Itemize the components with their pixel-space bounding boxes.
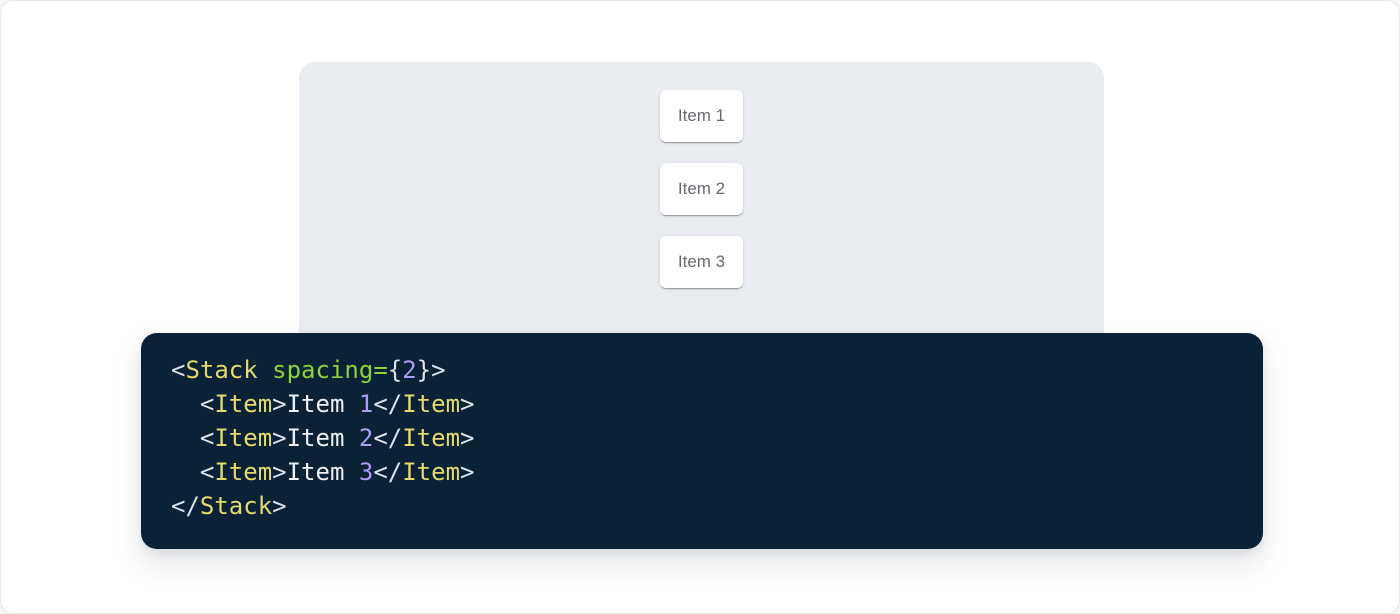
code-token: Item <box>214 458 273 486</box>
code-token: Item <box>214 390 273 418</box>
code-token: > <box>460 424 475 452</box>
stack-demo: Item 1 Item 2 Item 3 <box>299 90 1104 288</box>
code-token: 2 <box>402 356 417 384</box>
code-token: > <box>272 492 287 520</box>
code-line: <Item>Item 3</Item> <box>171 455 1233 489</box>
code-token: Item <box>402 458 461 486</box>
code-token <box>171 424 200 452</box>
code-token: </ <box>373 390 403 418</box>
code-token: </ <box>171 492 200 520</box>
code-token: spacing <box>272 356 374 384</box>
code-token: Item <box>286 390 359 418</box>
code-token: < <box>199 424 215 452</box>
code-token: > <box>460 390 475 418</box>
code-token: 3 <box>358 458 374 486</box>
code-token <box>258 356 272 384</box>
stack-item: Item 1 <box>659 90 744 142</box>
code-block: <Stack spacing={2}> <Item>Item 1</Item> … <box>141 333 1263 549</box>
code-token: < <box>199 390 215 418</box>
stack-item: Item 3 <box>659 236 744 288</box>
code-token: { <box>387 356 403 384</box>
code-token: > <box>431 356 446 384</box>
code-token <box>171 390 200 418</box>
code-token: = <box>373 356 388 384</box>
code-token: Item <box>286 458 359 486</box>
stack-item: Item 2 <box>659 163 744 215</box>
code-token: 2 <box>358 424 374 452</box>
code-token: Stack <box>199 492 273 520</box>
code-token: > <box>460 458 475 486</box>
code-token: 1 <box>358 390 374 418</box>
code-token: } <box>416 356 432 384</box>
code-line: <Item>Item 1</Item> <box>171 387 1233 421</box>
code-token: > <box>272 424 287 452</box>
code-token: Stack <box>185 356 258 384</box>
code-token: </ <box>373 458 403 486</box>
code-line: <Item>Item 2</Item> <box>171 421 1233 455</box>
code-token: Item <box>402 390 461 418</box>
code-token: < <box>171 356 186 384</box>
code-line: </Stack> <box>171 489 1233 523</box>
code-token: Item <box>402 424 461 452</box>
code-token: < <box>199 458 215 486</box>
code-token: > <box>272 458 287 486</box>
code-token: </ <box>373 424 403 452</box>
code-line: <Stack spacing={2}> <box>171 353 1233 387</box>
code-token <box>171 458 200 486</box>
code-token: > <box>272 390 287 418</box>
code-token: Item <box>214 424 273 452</box>
code-token: Item <box>286 424 359 452</box>
component-demo-panel: Item 1 Item 2 Item 3 <box>299 62 1104 348</box>
